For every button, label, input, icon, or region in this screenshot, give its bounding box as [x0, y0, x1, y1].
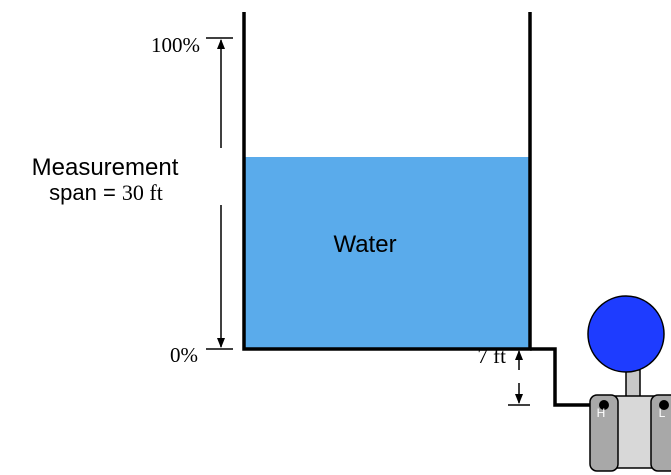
span-label-line2: span = 30 ft — [49, 180, 163, 205]
span-label-line1: Measurement — [32, 154, 179, 181]
span-value: 30 ft — [122, 180, 163, 205]
span-label-prefix: span = — [49, 180, 122, 205]
fluid-label: Water — [333, 231, 396, 258]
low-side-flange — [650, 394, 671, 472]
high-port-label: H — [597, 406, 606, 420]
transmitter-head — [587, 295, 665, 373]
label-0-percent: 0% — [170, 343, 198, 367]
impulse-line — [530, 347, 604, 407]
transmitter-neck — [625, 369, 641, 399]
label-100-percent: 100% — [151, 33, 200, 57]
low-port-dot — [659, 400, 669, 410]
low-port-label: L — [659, 406, 666, 420]
offset-label: 7 ft — [477, 344, 506, 368]
high-port-dot — [599, 400, 609, 410]
tank-walls — [242, 12, 532, 351]
pressure-transmitter: H L — [587, 295, 671, 472]
transmitter-body — [611, 395, 658, 469]
water-fill — [244, 157, 530, 349]
high-side-flange — [589, 394, 619, 472]
